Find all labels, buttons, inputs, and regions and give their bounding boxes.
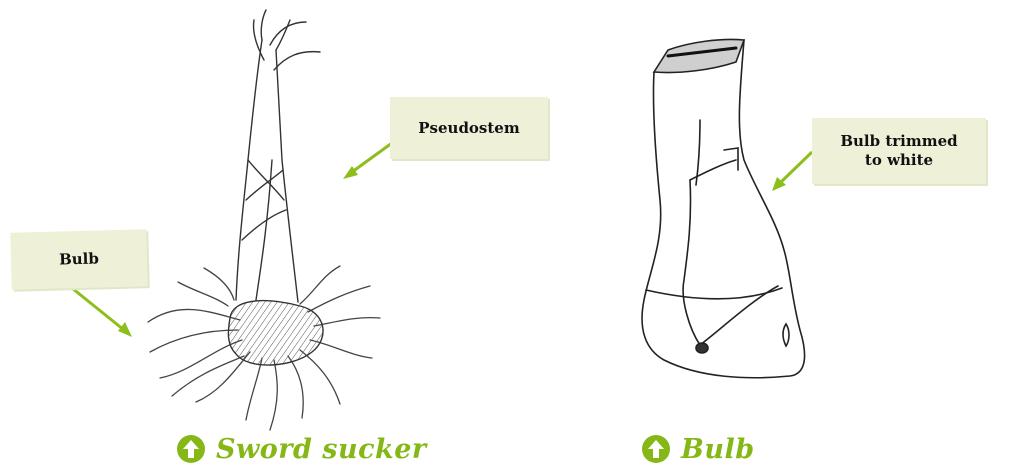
sword-sucker-drawing [148,10,380,430]
arrow-pseudostem [343,143,392,179]
pseudostem [236,10,320,302]
up-arrow-circle-icon [641,434,671,464]
label-bulb: Bulb [10,229,147,290]
pointer-arrows [62,143,812,337]
caption-sword-sucker-text: Sword sucker [216,434,427,465]
caption-bulb-text: Bulb [681,434,755,465]
bulb-trimmed-drawing [642,39,805,377]
arrow-bulb-trimmed [772,152,812,191]
label-bulb-trimmed: Bulb trimmed to white [812,118,986,184]
up-arrow-circle-icon [176,434,206,464]
label-bulb-trimmed-text: Bulb trimmed to white [834,132,964,170]
label-bulb-text: Bulb [59,249,99,269]
label-pseudostem: Pseudostem [390,97,548,159]
label-pseudostem-text: Pseudostem [418,119,519,138]
caption-bulb: Bulb [641,432,755,466]
bulb-base [228,301,323,365]
caption-sword-sucker: Sword sucker [176,432,427,466]
arrow-bulb-left [62,280,132,337]
